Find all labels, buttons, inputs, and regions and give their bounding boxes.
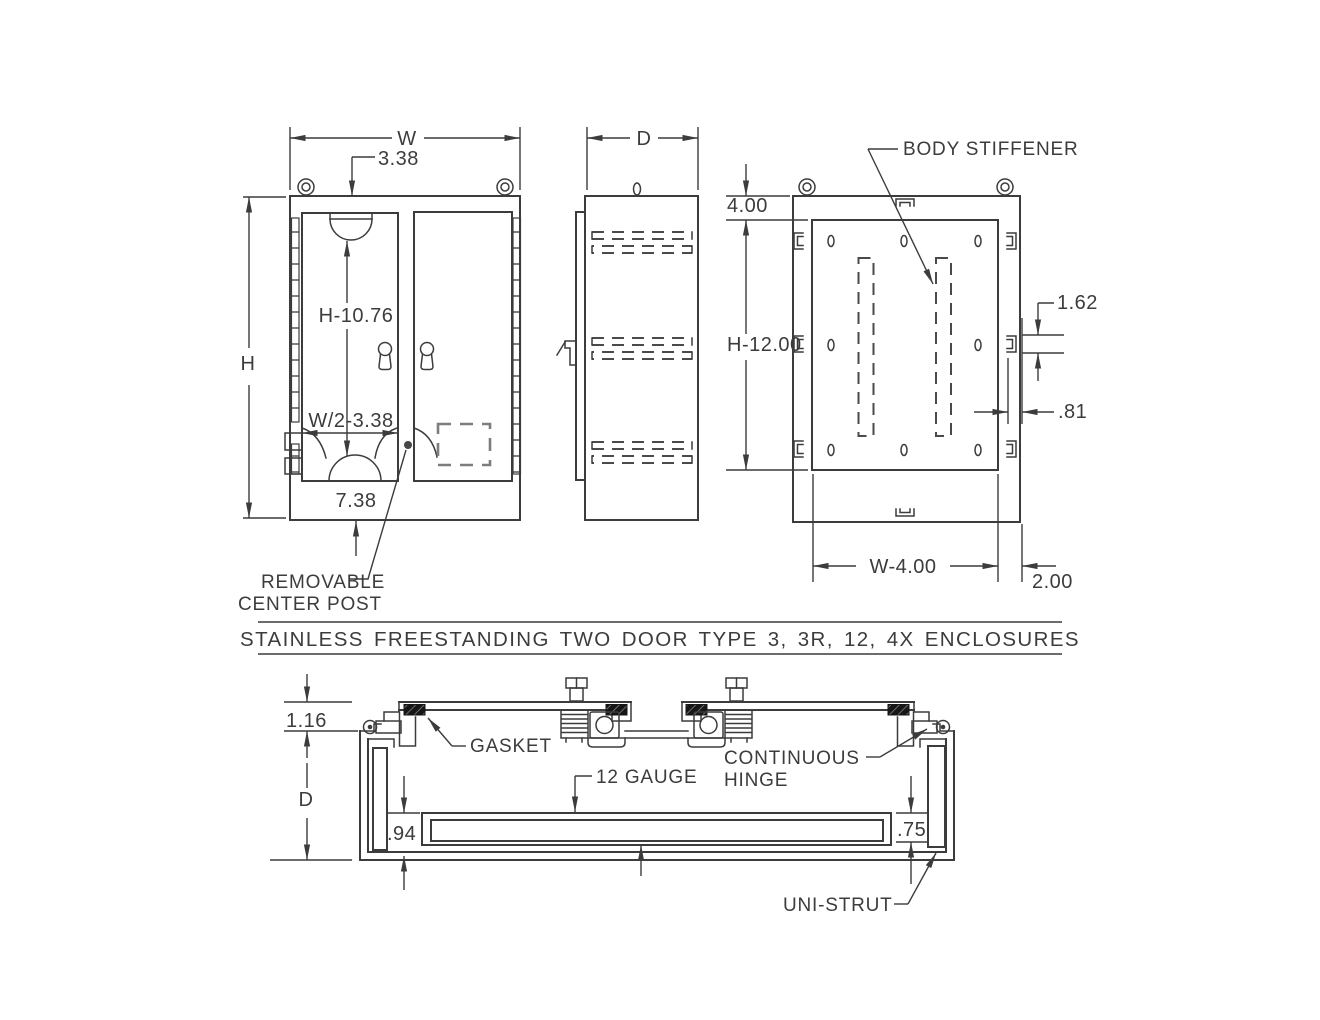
body-stiffener-callout: BODY STIFFENER [867,139,1079,285]
svg-text:H-10.76: H-10.76 [319,305,394,327]
center-post-dot [404,441,412,449]
section-view: 1.16 D .94 .75 12 GAUGE [270,674,955,916]
dim-d: D [586,127,699,190]
svg-text:1.16: 1.16 [286,710,327,732]
section-body [359,723,955,861]
dim-panel-width: W-4.00 [812,474,999,582]
svg-text:12 GAUGE: 12 GAUGE [596,767,697,788]
top-stud [632,182,642,196]
gasket-block [403,704,910,716]
dim-h: H [241,196,286,519]
gauge-callout: 12 GAUGE [571,767,697,876]
dim-thickness: .81 [974,318,1087,424]
svg-text:.75: .75 [897,819,926,841]
dim-stud: 1.62 [1022,292,1098,381]
door-top-notch [329,212,373,241]
drawing-title: STAINLESS FREESTANDING TWO DOOR TYPE 3, … [240,621,1080,655]
front-body [289,195,521,521]
panel-clip [895,198,915,517]
side-body [584,195,699,521]
dim-panel-height: H-12.00 [726,220,808,471]
front-right-door [413,211,513,482]
dim-door-width: W/2-3.38 [302,410,398,437]
svg-text:1.62: 1.62 [1057,292,1098,314]
mounting-hole [827,234,982,457]
hinge-callout: CONTINUOUS HINGE [724,728,928,791]
dim-4-00: 4.00 [726,164,808,221]
svg-text:4.00: 4.00 [727,195,768,217]
side-view: D [555,127,699,521]
svg-text:GASKET: GASKET [470,736,552,757]
svg-text:.81: .81 [1058,401,1087,423]
dim-bottom: 7.38 [336,490,377,556]
svg-text:CONTINUOUS: CONTINUOUS [724,748,860,769]
svg-text:W/2-3.38: W/2-3.38 [308,410,393,432]
section-doors [383,701,930,747]
dim-right-clearance: .75 [896,776,928,884]
lifting-eye-icon [798,178,1014,196]
dim-side: 2.00 [1021,524,1073,593]
svg-text:D: D [637,128,652,150]
title-text: STAINLESS FREESTANDING TWO DOOR TYPE 3, … [240,628,1080,651]
door-handle [377,341,435,371]
svg-text:W-4.00: W-4.00 [869,556,936,578]
center-post-label-2: CENTER POST [238,594,382,615]
dashed-cutout [436,422,492,467]
dim-w: W [289,127,521,190]
svg-text:H-12.00: H-12.00 [727,334,802,356]
rear-panel [811,219,999,471]
svg-text:3.38: 3.38 [378,148,419,170]
center-post-label-1: REMOVABLE [261,572,385,593]
svg-text:HINGE: HINGE [724,770,788,791]
unistrut-callout: UNI-STRUT [783,852,937,916]
svg-text:D: D [299,789,314,811]
uni-strut [372,745,946,851]
dim-door-depth: 1.16 [284,674,358,758]
door-corner-reliefs [284,427,438,475]
rear-body [792,195,1021,523]
svg-text:H: H [241,353,256,375]
dim-depth: D [270,763,352,861]
body-stiffener [857,257,952,437]
gasket-callout: GASKET [427,717,552,757]
center-post-leader [350,449,407,580]
lifting-eye-icon [297,178,514,196]
dim-3-38: 3.38 [348,148,419,196]
svg-text:.94: .94 [387,823,416,845]
svg-text:UNI-STRUT: UNI-STRUT [783,895,893,916]
svg-text:7.38: 7.38 [336,490,377,512]
bottom-panel [421,812,892,846]
stiffener-band [591,231,693,464]
front-left-door [301,212,399,482]
side-door-leaf [575,211,586,481]
hinge-strip [290,217,522,475]
dim-left-clearance: .94 [387,776,420,890]
svg-text:2.00: 2.00 [1032,571,1073,593]
front-view: REMOVABLE CENTER POST W 3.38 H H-10.76 [238,127,522,615]
rear-view: BODY STIFFENER 4.00 H-12.00 1.62 .81 [726,139,1098,593]
weld-clip [793,232,1017,458]
svg-text:W: W [397,128,416,150]
side-latch [555,340,577,366]
door-bottom-arc [328,454,382,482]
svg-text:BODY STIFFENER: BODY STIFFENER [903,139,1079,160]
latch-assembly [560,677,753,748]
